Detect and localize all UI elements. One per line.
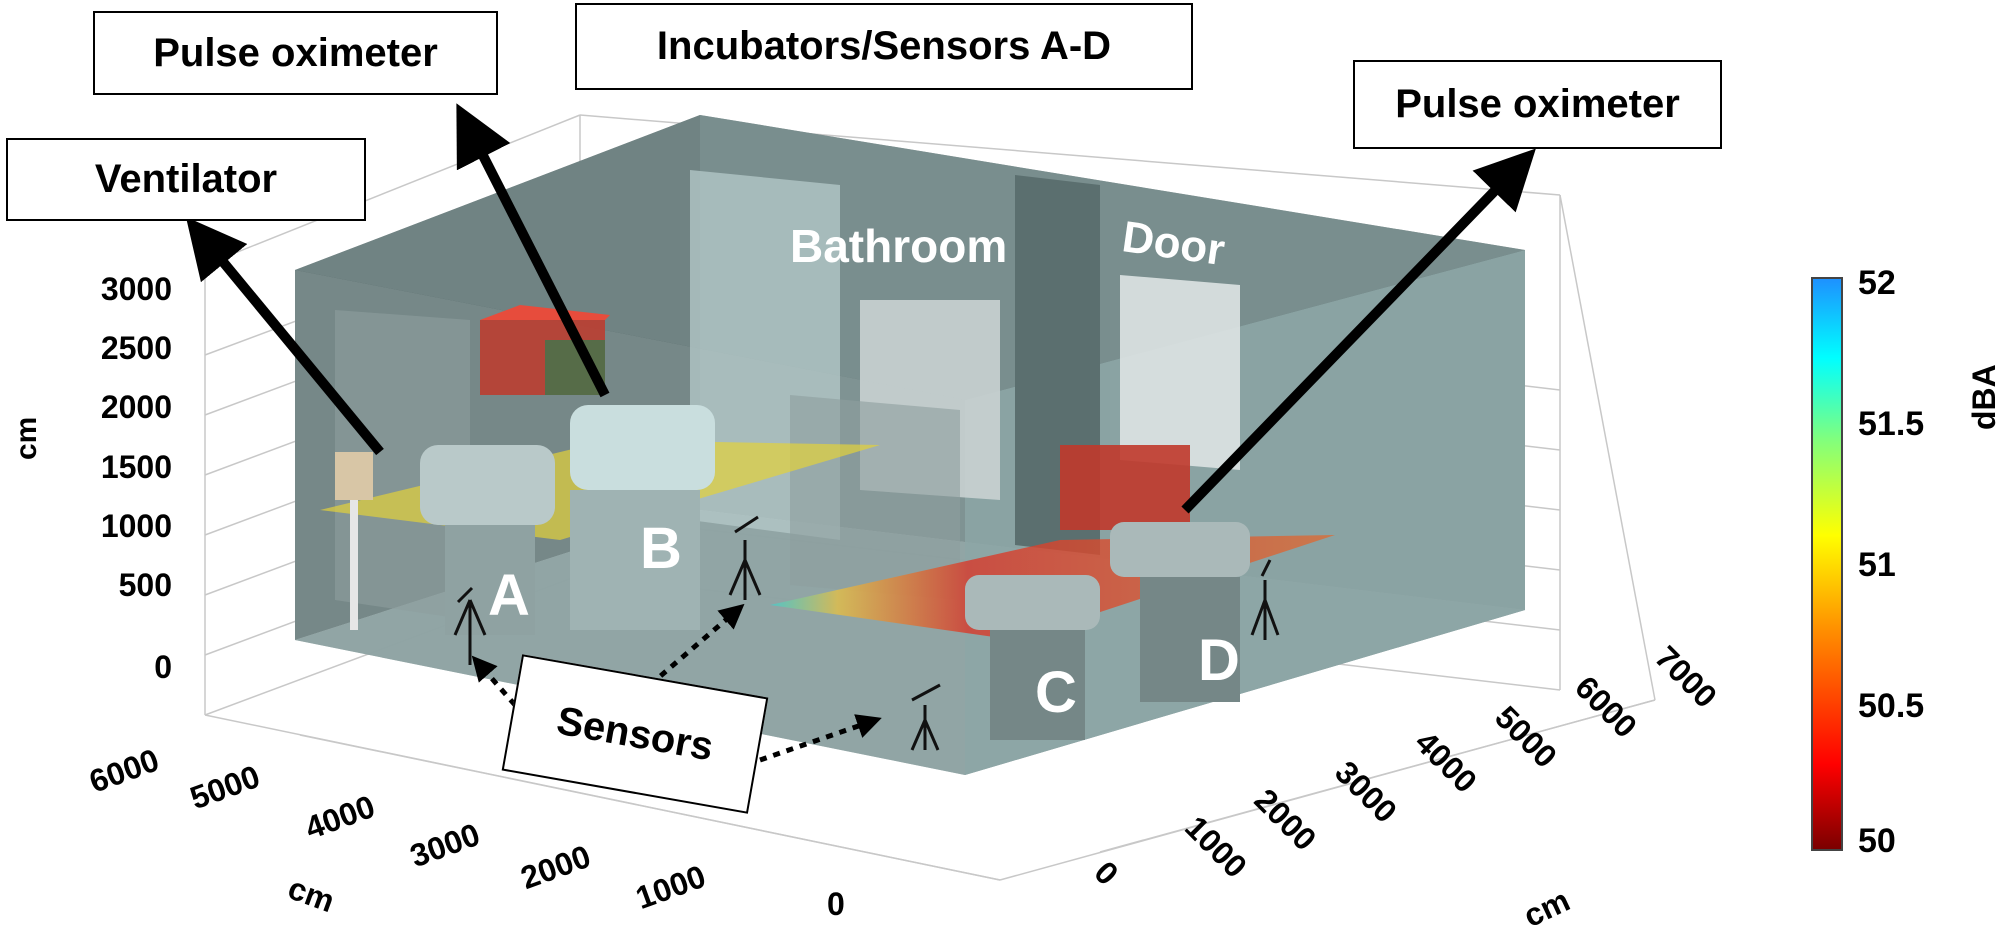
incubator-label-a: A [488,563,530,628]
bathroom-label: Bathroom [790,220,1007,272]
y-tick: 7000 [1648,639,1724,715]
x-tick: 0 [827,886,845,922]
colorbar-tick: 50 [1858,822,1896,860]
sensor-mic-c [910,683,941,751]
incubator-a-stand [445,525,535,635]
arrow-ventilator [185,216,384,456]
equipment [335,305,1250,740]
x-tick: 3000 [405,816,484,874]
incubator-b-stand [570,490,700,630]
callout-incubators-sensors: Incubators/Sensors A-D [575,3,1193,90]
incubator-label-c: C [1035,660,1077,725]
entrance-door [1120,275,1240,470]
y-tick: 3000 [1328,754,1404,830]
x-tick: 2000 [516,838,595,896]
y-tick: 2000 [1248,782,1324,858]
room [295,115,1525,775]
z-tick: 3000 [101,271,172,307]
sensor-arrow-a [471,655,517,707]
z-tick: 1500 [101,449,172,485]
y-tick: 0 [1087,854,1125,892]
incubator-c-stand [990,630,1085,740]
sensor-mic-a [453,586,487,665]
x-axis-label: cm [284,870,340,920]
arrow-pulse-oximeter-left [456,103,610,398]
sensor-mic-d [1250,559,1280,640]
y-tick: 5000 [1488,699,1564,775]
z-tick: 0 [154,649,172,685]
x-tick: 5000 [185,758,264,816]
z-tick: 2000 [101,389,172,425]
colorbar-tick: 50.5 [1858,687,1924,725]
z-tick: 1000 [101,508,172,544]
incubator-d-stand [1140,577,1240,702]
incubator-label-b: B [640,516,682,581]
callout-ventilator: Ventilator [6,138,366,221]
incubator-c [965,575,1100,630]
arrow-pulse-oximeter-right [1181,148,1536,514]
incubator-label-d: D [1198,628,1240,693]
red-box-lower [1060,445,1190,530]
ventilator-pole [350,500,358,630]
sensor-arrow-b [648,603,745,687]
ventilator-body [335,452,373,500]
colorbar-label: dBA [1966,364,2002,430]
colorbar-tick: 51 [1858,546,1896,584]
room-side-wall [965,250,1525,775]
z-tick: 500 [119,567,172,603]
z-tick: 2500 [101,330,172,366]
colorbar-tick: 52 [1858,264,1896,302]
y-tick: 1000 [1178,809,1254,885]
z-axis: 3000 2500 2000 1500 1000 500 0 [101,271,172,685]
colorbar-gradient [1811,277,1843,851]
callout-pulse-oximeter-right: Pulse oximeter [1353,60,1722,149]
incubator-b [570,405,715,490]
left-window [335,310,470,620]
sensor-mic-b [728,515,762,600]
red-box-upper-top [480,305,610,320]
y-tick: 6000 [1568,669,1644,745]
y-axis-label: cm [1518,882,1575,934]
sensor-arrow-c [759,714,882,763]
x-tick: 4000 [300,788,379,846]
incubator-a [420,445,555,525]
y-tick: 4000 [1408,724,1484,800]
colorbar-tick: 51.5 [1858,405,1924,443]
x-tick: 6000 [84,742,163,800]
z-axis-label: cm [10,417,43,460]
x-tick: 1000 [631,858,710,916]
incubator-d [1110,522,1250,577]
callout-pulse-oximeter-left: Pulse oximeter [93,11,498,95]
colorbar: 52 51.5 51 50.5 50 dBA [1811,264,2002,860]
